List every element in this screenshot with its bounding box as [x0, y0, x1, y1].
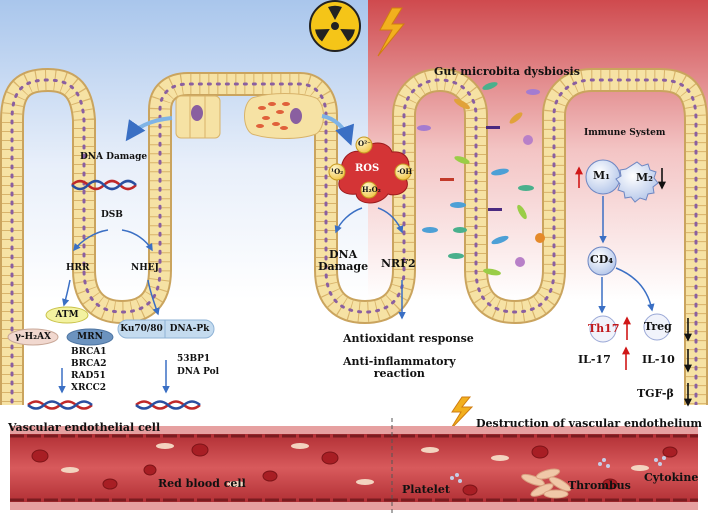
th17-cell	[589, 315, 617, 343]
arrow-to-ros	[321, 114, 355, 146]
anti-inflammatory-label: Anti-inflammatory reaction	[343, 355, 456, 381]
brca2-label: BRCA2	[71, 359, 107, 369]
radiation-icon	[309, 0, 361, 52]
o2-label: O²⁻	[358, 139, 371, 148]
arrow-ros-dna	[334, 207, 363, 234]
arrow-nhej-ku	[147, 279, 160, 316]
nrf2-label: NRF2	[381, 257, 416, 270]
anti-inflammatory-line1: Anti-inflammatory	[343, 355, 456, 368]
m2-label: M₂	[636, 171, 653, 184]
gamma-h2ax-label: γ-H₂AX	[14, 332, 52, 342]
singlet-o2-label: ¹O₂	[331, 167, 344, 176]
arrow-dsb-hrr	[73, 229, 109, 252]
gamma-h2ax-pill	[7, 328, 59, 346]
immune-system-label: Immune System	[584, 128, 666, 138]
atm-label: ATM	[55, 310, 79, 320]
il10-label: IL-10	[642, 353, 675, 366]
53bp1-label: 53BP1	[177, 354, 211, 364]
m2-macrophage	[615, 161, 659, 203]
dna-helix-nhej	[135, 400, 201, 410]
treg-label: Treg	[644, 320, 672, 333]
arrow-dsb-nhej	[121, 229, 153, 252]
oh-label: ·OH	[397, 167, 413, 176]
m1-label: M₁	[593, 169, 610, 182]
blood-vessel	[10, 418, 698, 514]
il17-label: IL-17	[578, 353, 611, 366]
ros-dna-line2: Damage	[318, 260, 369, 274]
arrow-to-dna-damage	[125, 116, 173, 142]
cytokine-label: Cytokine	[644, 471, 699, 484]
ku-dnapk-pill	[117, 319, 215, 339]
thrombus-cluster	[521, 468, 572, 499]
gut-dysbiosis-label: Gut microbita dysbiosis	[434, 65, 580, 78]
dsb-label: DSB	[101, 210, 123, 220]
ku-label: Ku70/80	[120, 324, 163, 334]
ros-dna-line1: DNA	[328, 248, 358, 261]
arrow-hrr-atm	[62, 279, 71, 307]
arrow-cd4-treg	[615, 267, 655, 312]
platelet-label: Platelet	[402, 483, 450, 496]
dna-damage-label: DNA Damage	[80, 152, 148, 162]
blue-background	[0, 0, 368, 300]
ros-burst	[328, 136, 412, 204]
enlarged-cells	[175, 93, 324, 139]
ros-dna-label: DNA Damage	[318, 248, 369, 274]
antioxidant-label: Antioxidant response	[343, 332, 474, 345]
anti-inflammatory-line2: reaction	[373, 367, 425, 381]
tgfb-label: TGF-β	[637, 387, 674, 400]
brca1-label: BRCA1	[71, 347, 107, 357]
red-background	[368, 0, 708, 300]
lightning-icon	[377, 7, 406, 57]
gut-microbes	[417, 82, 545, 276]
nhej-label: NHEJ	[131, 263, 159, 273]
h2o2-label: H₂O₂	[362, 185, 381, 194]
dna-helix-top	[71, 179, 137, 191]
atm-pill	[45, 306, 89, 324]
cd4-label: CD₄	[590, 253, 614, 266]
thrombus-label: Thrombus	[568, 479, 631, 492]
ros-label: ROS	[355, 163, 380, 174]
destruction-label: Destruction of vascular endothelium	[476, 417, 703, 430]
epithelium-cells	[2, 70, 706, 420]
th17-label: Th17	[588, 322, 620, 335]
vascular-endothelial-label: Vascular endothelial cell	[8, 421, 161, 434]
red-blood-cell-label: Red blood cell	[158, 477, 246, 490]
dnapk-label: DNA-Pk	[169, 324, 210, 334]
treg-cell	[643, 313, 671, 341]
arrow-ros-nrf2	[377, 207, 404, 234]
dna-pol-label: DNA Pol	[177, 367, 220, 377]
mrn-pill	[66, 328, 114, 346]
lightning-icon-small	[449, 396, 474, 431]
cd4-cell	[587, 246, 617, 276]
mrn-label: MRN	[77, 332, 103, 342]
xrcc2-label: XRCC2	[71, 383, 107, 393]
hrr-label: HRR	[66, 263, 90, 273]
dna-helix-hrr	[27, 400, 93, 410]
rad51-label: RAD51	[71, 371, 106, 381]
